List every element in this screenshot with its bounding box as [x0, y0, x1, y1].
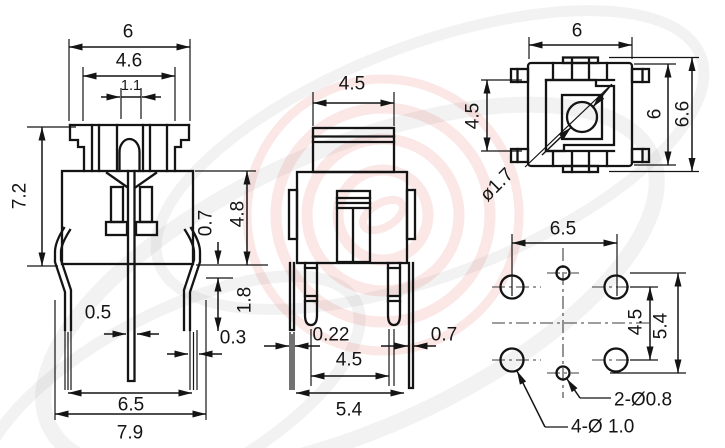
top-body-outline — [509, 56, 651, 174]
top-dimensions — [481, 37, 699, 173]
dim-side-base-width: 5.4 — [336, 400, 363, 421]
hole-large-bottom-right — [603, 347, 629, 373]
front-center-pin — [126, 169, 136, 383]
front-right-leg — [182, 226, 202, 390]
pcb-holes — [499, 265, 629, 381]
side-dimensions — [264, 92, 436, 397]
dim-front-lead-bend: 1.8 — [235, 287, 256, 313]
front-dimensions — [27, 39, 268, 420]
pcb-dimensions — [511, 234, 686, 428]
dim-side-lead-thickness: 0.22 — [313, 325, 350, 346]
dim-pcb-large-holes: 4-Ø 1.0 — [571, 417, 634, 438]
front-view: 6 4.6 1.1 7.2 0.7 4.8 1.8 0.5 0.3 6.5 7.… — [10, 22, 268, 444]
dim-front-pin-width: 0.5 — [85, 303, 111, 324]
dim-front-lead-span: 6.5 — [118, 395, 144, 416]
dim-pcb-small-holes: 2-Ø0.8 — [614, 390, 672, 411]
dim-pcb-outer-pitch-y: 5.4 — [651, 312, 672, 339]
dim-top-inner-height: 4.5 — [463, 103, 484, 129]
top-view: 6 4.5 6 6.6 ø1.7 — [463, 21, 699, 206]
dim-front-body-height: 4.8 — [228, 201, 249, 227]
dim-pcb-hole-pitch-y: 4.5 — [626, 309, 647, 335]
dim-top-total-height: 6.6 — [673, 101, 694, 127]
dim-side-cap-width: 4.5 — [339, 74, 365, 95]
dim-side-bracket-thickness: 0.7 — [431, 325, 457, 346]
side-pins — [288, 261, 415, 390]
dim-front-stem-gap: 1.1 — [121, 78, 141, 94]
dim-top-height: 6 — [645, 109, 666, 120]
side-body-outline — [287, 170, 417, 265]
dim-front-top-width: 6 — [123, 22, 134, 43]
hole-large-bottom-left — [499, 347, 525, 373]
dim-side-pin-pitch: 4.5 — [336, 350, 362, 371]
pcb-centerlines — [492, 248, 657, 398]
dim-front-height: 7.2 — [10, 183, 31, 209]
pcb-layout-view: 6.5 4.5 5.4 2-Ø0.8 4-Ø 1.0 — [492, 219, 686, 438]
front-left-leg — [53, 226, 73, 390]
dim-front-standoff: 0.7 — [196, 210, 217, 236]
dim-top-width: 6 — [572, 21, 583, 42]
hole-small-top — [555, 265, 571, 281]
side-view: 4.5 0.22 0.7 4.5 5.4 — [264, 74, 457, 421]
dim-front-lead-thickness: 0.3 — [220, 328, 246, 349]
hole-small-bottom — [555, 365, 571, 381]
dim-pcb-hole-pitch-x: 6.5 — [550, 219, 576, 240]
front-cap-outline — [68, 123, 191, 173]
dim-front-cap-width: 4.6 — [116, 51, 142, 72]
hole-large-top-right — [603, 274, 629, 300]
dim-front-total-span: 7.9 — [117, 423, 143, 444]
